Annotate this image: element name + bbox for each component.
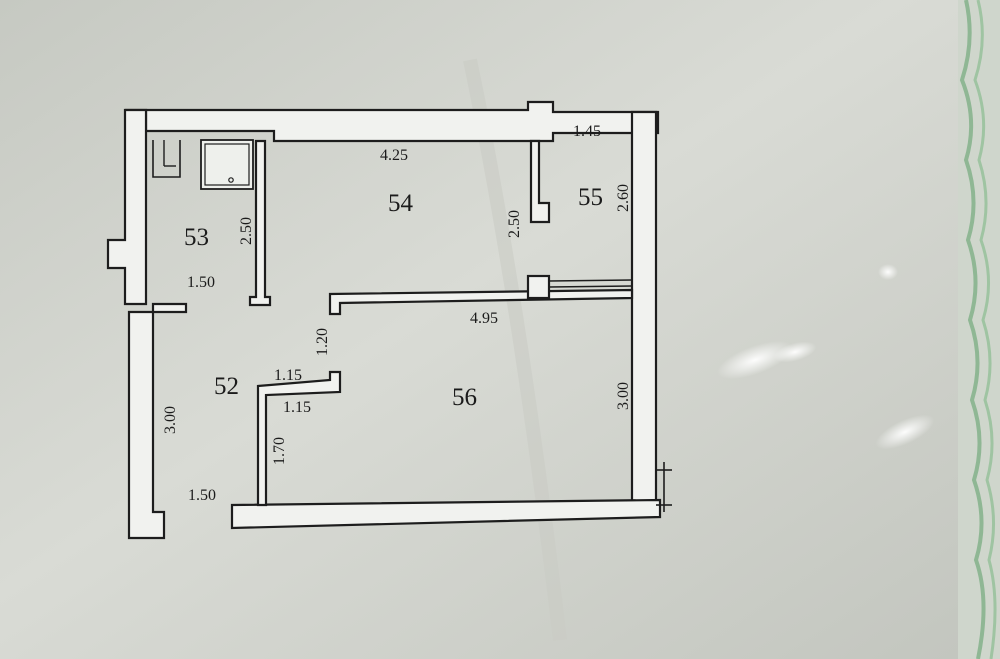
security-border: [958, 0, 1000, 659]
dimension-label: 3.00: [615, 382, 632, 410]
photo-glare: [717, 264, 935, 450]
outer-walls: [106, 100, 672, 540]
room-number-53: 53: [184, 224, 209, 251]
dimension-label: 1.20: [314, 328, 331, 356]
dimension-label: 1.50: [188, 487, 216, 504]
room-number-52: 52: [214, 373, 239, 400]
dimension-label: 2.50: [238, 217, 255, 245]
dimension-label: 1.50: [187, 274, 215, 291]
dimension-label: 1.15: [283, 399, 311, 416]
dimension-label: 1.70: [271, 437, 288, 465]
dimension-label: 1.45: [573, 123, 601, 140]
dimension-label: 4.25: [380, 147, 408, 164]
dimension-label: 1.15: [274, 367, 302, 384]
dimension-label: 3.00: [162, 406, 179, 434]
dimension-label: 2.60: [615, 184, 632, 212]
internal-walls: [151, 139, 634, 507]
drain-icon: [228, 177, 234, 183]
dimension-label: 2.50: [506, 210, 523, 238]
shower-tray: [200, 139, 254, 190]
room-number-54: 54: [388, 190, 414, 217]
room-number-56: 56: [452, 384, 477, 411]
room-number-55: 55: [578, 184, 603, 211]
toilet-icon: [152, 140, 181, 178]
bathroom-fixtures: [152, 139, 254, 190]
dimension-label: 4.95: [470, 310, 498, 327]
